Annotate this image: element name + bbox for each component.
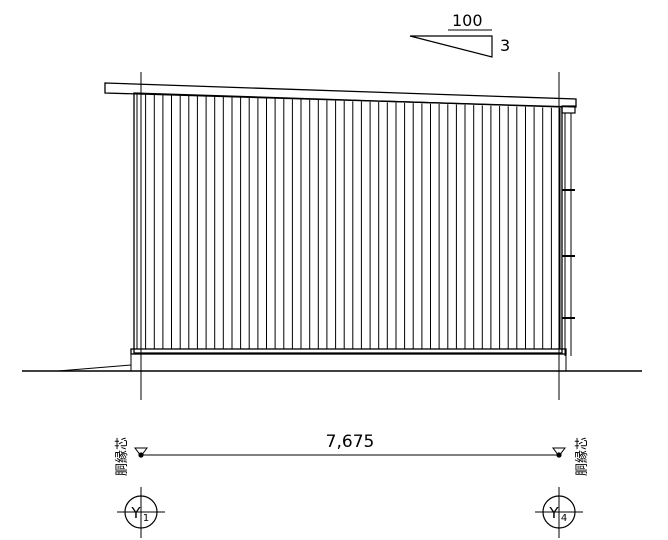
slope-rise-label: 3: [500, 36, 510, 55]
roof-slope-indicator: 100 3: [409, 11, 510, 58]
wall-outline: [133, 92, 563, 354]
slope-triangle: [409, 35, 493, 58]
grid-bubble-circle: [124, 495, 158, 529]
slope-run-label: 100: [452, 11, 483, 30]
grid-label-letter: Y: [130, 504, 141, 522]
downspout: [561, 105, 576, 356]
approach-slope: [57, 364, 132, 372]
wall: [133, 92, 563, 354]
grid-bubble-circle: [542, 495, 576, 529]
grid-label-sub: 4: [561, 513, 567, 524]
wall-center-label-right: 胴縁芯: [574, 437, 590, 476]
grid-bubble-y4: Y 4: [535, 487, 583, 538]
gutter: [561, 105, 576, 114]
roof: [104, 82, 577, 108]
wall-center-marker-right: [552, 447, 566, 457]
wall-center-marker-left: [134, 447, 148, 457]
grid-bubble-y1: Y 1: [117, 487, 165, 538]
dimension-value: 7,675: [326, 432, 375, 452]
siding-ribs: [136, 94, 561, 349]
wall-center-label-left: 胴縁芯: [114, 437, 130, 476]
grid-label-sub: 1: [143, 513, 149, 524]
grid-label-letter: Y: [548, 504, 559, 522]
foundation: [57, 348, 567, 372]
dimension: 7,675 胴縁芯 胴縁芯: [114, 432, 590, 476]
sill-plate: [130, 348, 567, 355]
